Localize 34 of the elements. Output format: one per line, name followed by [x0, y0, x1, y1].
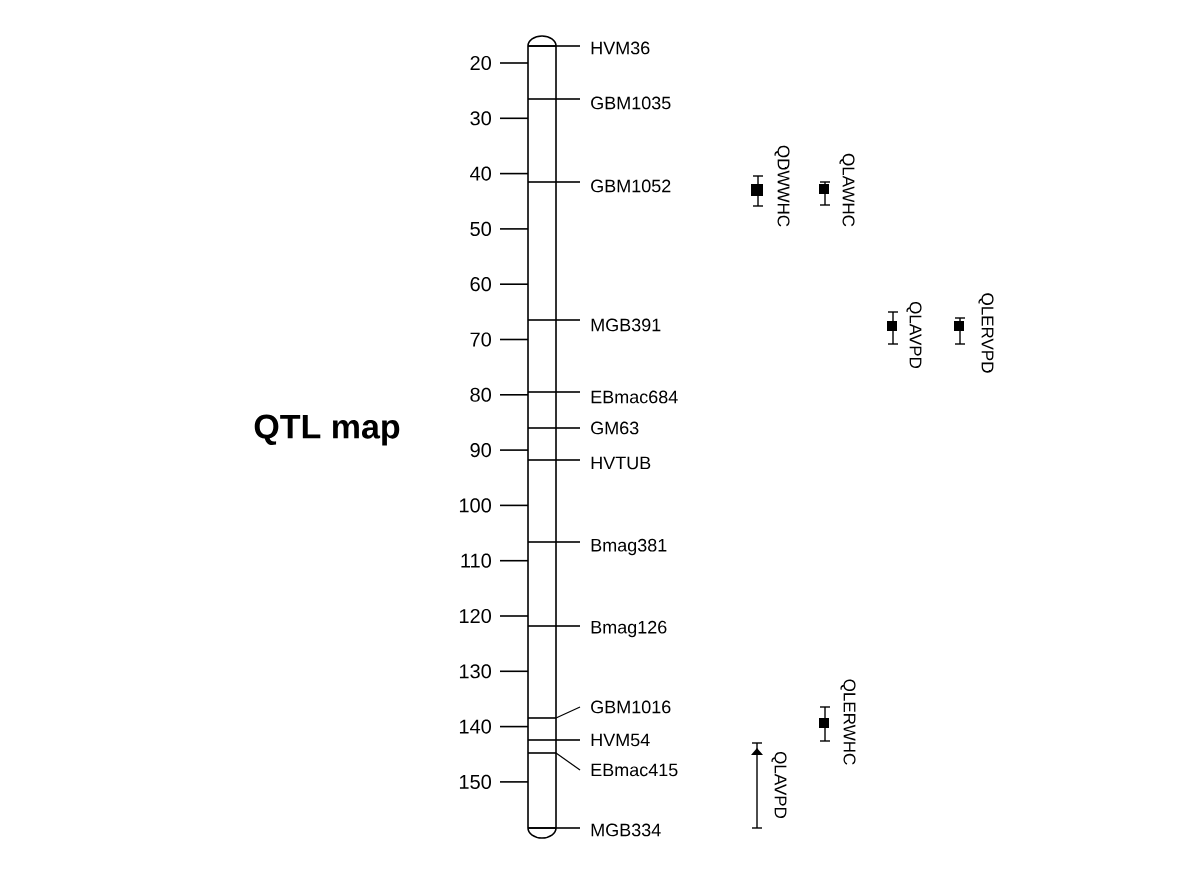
marker-label: Bmag381: [591, 538, 667, 556]
tick-label: 20: [470, 55, 491, 71]
marker-label: GM63: [591, 421, 639, 435]
tick-label: 60: [470, 277, 491, 292]
tick-label: 70: [470, 332, 491, 347]
tick-label: 50: [470, 221, 491, 236]
marker-label: HVM54: [591, 733, 650, 747]
tick-label: 40: [470, 166, 491, 181]
tick-label: 90: [470, 443, 491, 458]
qtl-label: QLERWHC: [840, 679, 856, 765]
qtl-label: QDWWHC: [774, 145, 790, 227]
tick-label: 150: [459, 774, 491, 789]
tick-label: 130: [459, 664, 491, 679]
marker-label: GBM1016: [591, 700, 671, 714]
marker-label: EBmac684: [591, 390, 678, 404]
qtl-label: QLERVPD: [978, 293, 994, 373]
qtl-label: QLAWHC: [839, 153, 855, 227]
marker-label: HVTUB: [591, 456, 651, 470]
marker-label: HVM36: [591, 41, 650, 55]
tick-label: 30: [470, 111, 491, 126]
tick-label: 120: [459, 608, 491, 624]
qtl-label: QLAVPD: [771, 751, 787, 819]
tick-label: 100: [459, 498, 491, 513]
marker-label: EBmac415: [591, 763, 678, 777]
title: QTL map: [254, 414, 400, 446]
tick-label: 110: [461, 553, 491, 568]
marker-label: MGB391: [591, 318, 661, 332]
tick-label: 140: [459, 719, 491, 734]
marker-label: GBM1035: [591, 96, 671, 110]
tick-label: 80: [470, 387, 491, 402]
marker-label: Bmag126: [591, 620, 667, 638]
marker-label: GBM1052: [591, 179, 671, 193]
qtl-label: QLAVPD: [906, 301, 922, 369]
marker-label: MGB334: [591, 823, 661, 837]
